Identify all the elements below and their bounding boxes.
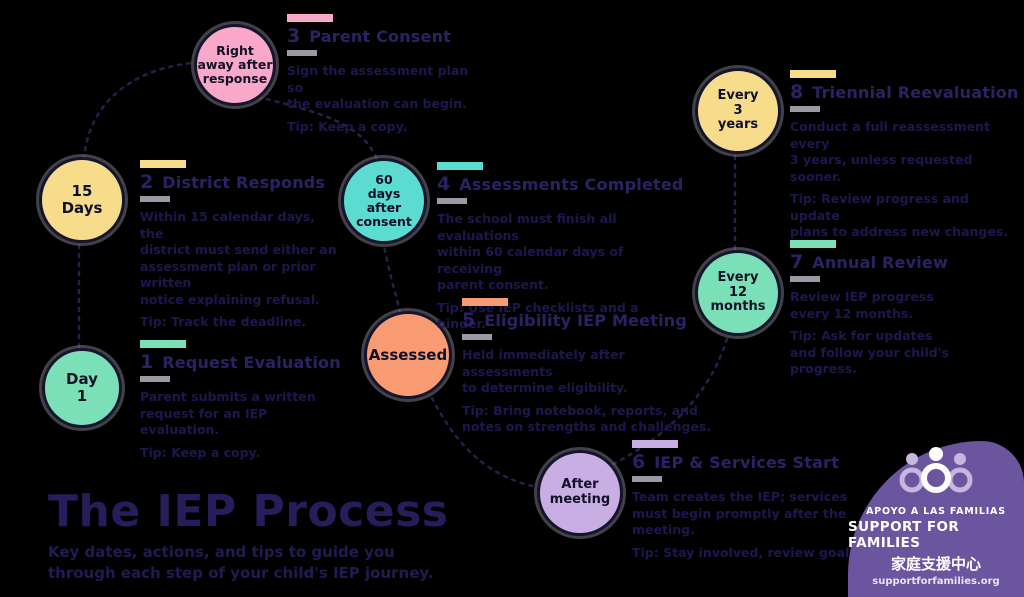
step-block-triennial-reevaluation: 8 Triennial Reevaluation Conduct a full … xyxy=(790,70,1020,241)
accent-bar xyxy=(140,160,186,168)
accent-bar xyxy=(632,440,678,448)
milestone-circle-every-3-years: Every 3 years xyxy=(695,68,781,154)
body-line: every 12 months. xyxy=(790,305,914,321)
tip-line: Tip: Keep a copy. xyxy=(140,444,261,460)
connector-60days-assessed xyxy=(381,238,402,314)
milestone-circle-15-days: 15 Days xyxy=(39,157,125,243)
accent-bar xyxy=(140,340,186,348)
tip-line: Tip: Ask for updates xyxy=(790,328,933,343)
connector-aftermeeting-every12 xyxy=(611,329,731,466)
body-line: district must send either an xyxy=(140,242,337,257)
page-subtitle: Key dates, actions, and tips to guide yo… xyxy=(48,542,448,584)
body-line: the evaluation can begin. xyxy=(287,96,467,111)
tip-line: plans to address new changes. xyxy=(790,224,1009,239)
step-block-iep-services-start: 6 IEP & Services Start Team creates the … xyxy=(632,440,867,561)
subtitle-line: Key dates, actions, and tips to guide yo… xyxy=(48,543,395,561)
step-block-district-responds: 2 District Responds Within 15 calendar d… xyxy=(140,160,340,331)
title-block: The IEP Process Key dates, actions, and … xyxy=(48,486,448,584)
connector-rightaway-60days xyxy=(256,95,379,161)
body-line: request for an IEP evaluation. xyxy=(140,405,268,438)
step-heading: Annual Review xyxy=(812,253,948,272)
step-number: 8 xyxy=(790,81,804,103)
step-number: 7 xyxy=(790,251,804,273)
connector-assessed-aftermeeting xyxy=(426,388,538,489)
milestone-circle-60-days: 60 days after consent xyxy=(341,158,427,244)
body-line: Team creates the IEP; services xyxy=(632,489,848,504)
support-for-families-logo: APOYO A LAS FAMILIAS SUPPORT FOR FAMILIE… xyxy=(848,441,1024,597)
step-heading: District Responds xyxy=(162,173,326,192)
accent-bar xyxy=(790,70,836,78)
body-line: notice explaining refusal. xyxy=(140,291,320,307)
body-line: Sign the assessment plan so xyxy=(287,63,469,95)
body-line: Review IEP progress xyxy=(790,289,934,304)
tip-line: Tip: Review progress and update xyxy=(790,191,969,223)
tip-line: Tip: Keep a copy. xyxy=(287,118,408,134)
step-block-eligibility-iep-meeting: 5 Eligibility IEP Meeting Held immediate… xyxy=(462,298,717,436)
gray-bar xyxy=(462,334,492,340)
step-heading: Request Evaluation xyxy=(162,353,341,372)
tip-line: notes on strengths and challenges. xyxy=(462,419,712,434)
logo-text-chinese: 家庭支援中心 xyxy=(890,555,981,573)
body-line: Within 15 calendar days, the xyxy=(140,209,315,241)
body-line: 3 years, unless requested sooner. xyxy=(790,152,973,184)
logo-text-english: SUPPORT FOR FAMILIES xyxy=(848,519,960,551)
step-heading: Assessments Completed xyxy=(459,175,684,194)
body-line: The school must finish all evaluations xyxy=(437,211,617,243)
logo-url: supportforfamilies.org xyxy=(872,576,1000,587)
step-block-assessments-completed: 4 Assessments Completed The school must … xyxy=(437,162,687,333)
accent-bar xyxy=(287,14,333,22)
milestone-circle-every-12-months: Every 12 months xyxy=(695,250,781,336)
gray-bar xyxy=(437,198,467,204)
gray-bar xyxy=(790,276,820,282)
accent-bar xyxy=(437,162,483,170)
step-number: 6 xyxy=(632,451,646,473)
gray-bar xyxy=(287,50,317,56)
milestone-circle-assessed: Assessed xyxy=(364,311,452,399)
body-line: Parent submits a written xyxy=(140,389,316,404)
step-heading: Parent Consent xyxy=(309,27,452,46)
step-block-annual-review: 7 Annual Review Review IEP progress ever… xyxy=(790,240,1018,378)
tip-line: Tip: Stay involved, review goals. xyxy=(632,544,862,560)
step-heading: IEP & Services Start xyxy=(654,453,840,472)
logo-text-spanish: APOYO A LAS FAMILIAS xyxy=(866,506,1006,517)
step-number: 2 xyxy=(140,171,154,193)
gray-bar xyxy=(140,196,170,202)
accent-bar xyxy=(462,298,508,306)
body-line: within 60 calendar days of receiving xyxy=(437,244,624,276)
step-heading: Triennial Reevaluation xyxy=(812,83,1019,102)
milestone-circle-day-1: Day 1 xyxy=(42,348,122,428)
subtitle-line: through each step of your child's IEP jo… xyxy=(48,564,434,582)
milestone-circle-right-away: Right away after response xyxy=(194,24,276,106)
body-line: Conduct a full reassessment every xyxy=(790,119,990,151)
gray-bar xyxy=(790,106,820,112)
step-number: 5 xyxy=(462,309,476,331)
step-block-request-evaluation: 1 Request Evaluation Parent submits a wr… xyxy=(140,340,350,461)
step-number: 4 xyxy=(437,173,451,195)
step-number: 1 xyxy=(140,351,154,373)
body-line: meeting. xyxy=(632,522,695,537)
gray-bar xyxy=(632,476,662,482)
body-line: Held immediately after assessments xyxy=(462,347,625,379)
milestone-circle-after-meeting: After meeting xyxy=(537,450,623,536)
step-number: 3 xyxy=(287,25,301,47)
body-line: parent consent. xyxy=(437,277,549,292)
step-heading: Eligibility IEP Meeting xyxy=(484,311,688,330)
accent-bar xyxy=(790,240,836,248)
connector-15days-rightaway xyxy=(82,61,194,161)
body-line: assessment plan or prior written xyxy=(140,258,316,291)
page-title: The IEP Process xyxy=(48,486,449,537)
tip-line: Tip: Bring notebook, reports, and xyxy=(462,402,698,418)
tip-line: and follow your child's progress. xyxy=(790,344,949,377)
tip-line: Tip: Track the deadline. xyxy=(140,314,307,329)
gray-bar xyxy=(140,376,170,382)
three-people-icon xyxy=(899,447,973,493)
step-block-parent-consent: 3 Parent Consent Sign the assessment pla… xyxy=(287,14,472,135)
body-line: must begin promptly after the xyxy=(632,505,847,521)
body-line: to determine eligibility. xyxy=(462,380,628,395)
